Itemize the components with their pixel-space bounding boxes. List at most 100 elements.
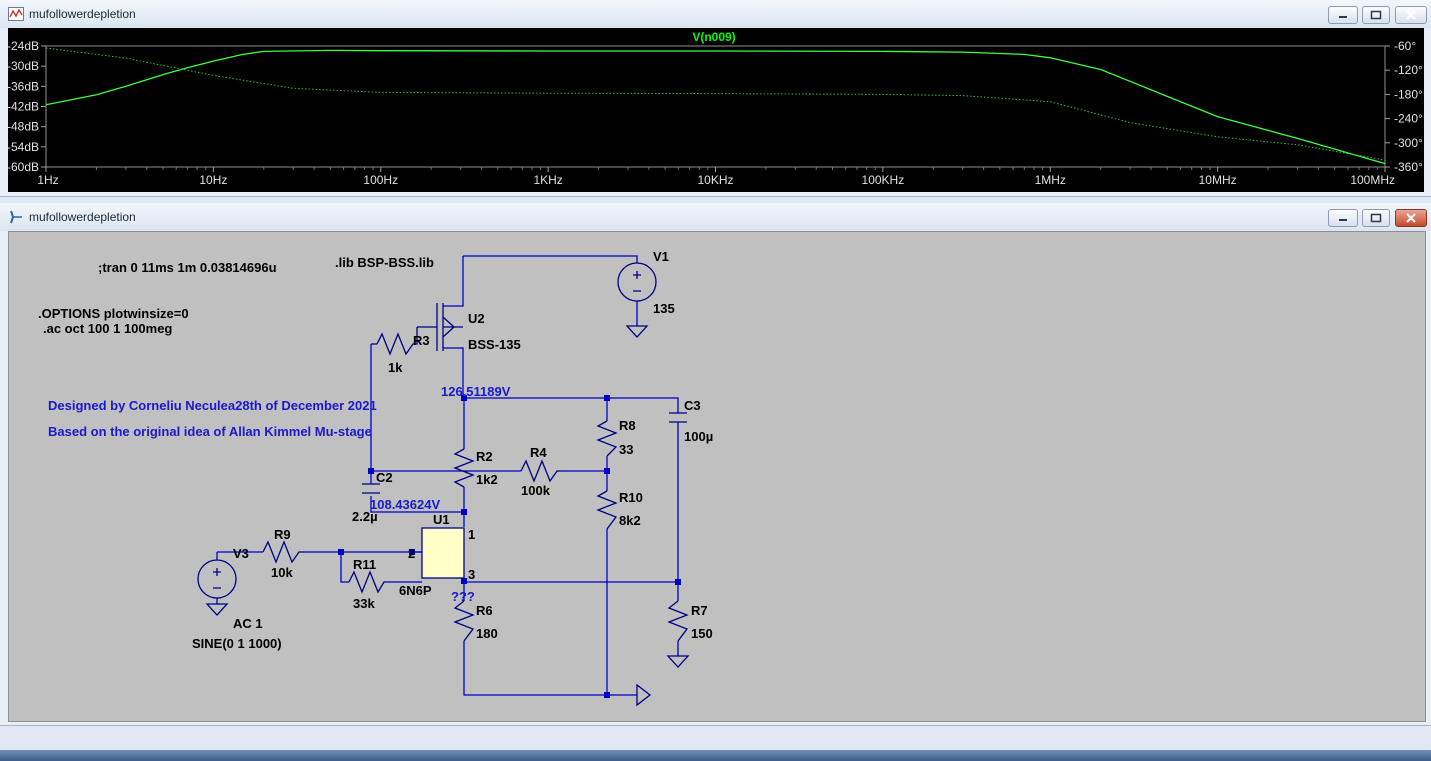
ground-v3	[205, 603, 229, 616]
tran-directive[interactable]: ;tran 0 11ms 1m 0.03814696u	[98, 260, 277, 275]
close-button[interactable]	[1395, 209, 1427, 227]
close-icon	[1406, 213, 1416, 223]
v3-name[interactable]: V3	[233, 546, 249, 561]
restore-button[interactable]	[1362, 209, 1390, 227]
taskbar[interactable]	[0, 750, 1431, 761]
r2-symbol[interactable]	[453, 448, 475, 488]
ac-directive[interactable]: .ac oct 100 1 100meg	[43, 321, 172, 336]
r11-name[interactable]: R11	[353, 557, 376, 572]
x-axis-label: 1Hz	[37, 173, 58, 187]
plot-window-titlebar[interactable]: mufollowerdepletion	[0, 0, 1431, 28]
r11-value[interactable]: 33k	[353, 596, 375, 611]
r8-name[interactable]: R8	[619, 418, 636, 433]
r10-value[interactable]: 8k2	[619, 513, 641, 528]
junctions	[338, 395, 681, 698]
c2-name[interactable]: C2	[376, 470, 393, 485]
r9-value[interactable]: 10k	[271, 565, 293, 580]
u2-value[interactable]: BSS-135	[468, 337, 521, 352]
r2-name[interactable]: R2	[476, 449, 493, 464]
r7-symbol[interactable]	[667, 600, 689, 642]
minimize-button[interactable]	[1328, 209, 1358, 227]
v3-symbol[interactable]	[197, 559, 237, 599]
r4-symbol[interactable]	[520, 459, 561, 483]
r10-name[interactable]: R10	[619, 490, 643, 505]
r11-symbol[interactable]	[348, 570, 386, 594]
right-axis-label: -300°	[1394, 136, 1423, 150]
component-bodies[interactable]	[197, 262, 690, 707]
c2-value[interactable]: 2.2µ	[352, 509, 378, 524]
ground-r7	[666, 655, 690, 668]
v3-value-2[interactable]: SINE(0 1 1000)	[192, 636, 282, 651]
r8-symbol[interactable]	[596, 420, 618, 457]
c2-symbol[interactable]	[362, 483, 380, 494]
schematic-canvas[interactable]: ;tran 0 11ms 1m 0.03814696u .lib BSP-BSS…	[8, 231, 1426, 722]
options-directive[interactable]: .OPTIONS plotwinsize=0	[38, 306, 189, 321]
ground-bottom	[636, 683, 652, 707]
r6-value[interactable]: 180	[476, 626, 498, 641]
r9-symbol[interactable]	[262, 540, 305, 564]
schematic-icon	[10, 210, 22, 224]
u1-pin1: 1	[468, 527, 475, 542]
u1-name[interactable]: U1	[433, 512, 450, 527]
magnitude-trace[interactable]	[45, 49, 1386, 165]
u1-value[interactable]: 6N6P	[399, 583, 432, 598]
schematic-window-titlebar[interactable]: mufollowerdepletion	[0, 203, 1431, 231]
v3-value[interactable]: AC 1	[233, 616, 263, 631]
r7-name[interactable]: R7	[691, 603, 708, 618]
r6-symbol[interactable]	[453, 600, 475, 642]
c3-name[interactable]: C3	[684, 398, 701, 413]
plot-window-title: mufollowerdepletion	[29, 7, 136, 21]
v1-symbol[interactable]	[617, 262, 657, 302]
r3-name[interactable]: R3	[413, 333, 430, 348]
plot-window: mufollowerdepletion -24dB-30dB-36dB-42dB…	[0, 0, 1431, 197]
c3-symbol[interactable]	[669, 412, 687, 423]
bode-plot-pane[interactable]: -24dB-30dB-36dB-42dB-48dB-54dB-60dB-60°-…	[7, 28, 1424, 192]
x-axis-label: 100Hz	[363, 173, 398, 187]
x-axis-label: 10KHz	[697, 173, 733, 187]
u1-pin2: 2	[408, 546, 415, 561]
x-axis-label: 10Hz	[199, 173, 227, 187]
r7-value[interactable]: 150	[691, 626, 713, 641]
lib-directive[interactable]: .lib BSP-BSS.lib	[335, 255, 434, 270]
close-button[interactable]	[1395, 6, 1427, 24]
u1-symbol[interactable]	[421, 527, 465, 579]
restore-icon	[1370, 10, 1382, 20]
left-axis-label: -36dB	[8, 79, 39, 93]
u2-name[interactable]: U2	[468, 311, 485, 326]
right-axis-label: -360°	[1394, 160, 1423, 174]
right-axis-label: -240°	[1394, 112, 1423, 126]
r6-name[interactable]: R6	[476, 603, 493, 618]
wires[interactable]	[216, 255, 679, 696]
left-axis-label: -54dB	[8, 140, 39, 154]
c3-value[interactable]: 100µ	[684, 429, 713, 444]
x-axis-label: 100MHz	[1350, 173, 1395, 187]
r10-symbol[interactable]	[596, 490, 618, 530]
node-voltage-3: ???	[451, 589, 475, 604]
left-axis-label: -30dB	[8, 59, 39, 73]
restore-button[interactable]	[1362, 6, 1390, 24]
minimize-icon	[1339, 219, 1347, 221]
left-axis-label: -24dB	[8, 39, 39, 53]
r2-value[interactable]: 1k2	[476, 472, 498, 487]
r4-value[interactable]: 100k	[521, 483, 551, 498]
x-axis-label: 1KHz	[533, 173, 562, 187]
trace-label[interactable]: V(n009)	[692, 30, 735, 44]
u2-symbol[interactable]	[417, 303, 463, 351]
ground-v1	[625, 325, 649, 338]
schematic-drawing[interactable]: ;tran 0 11ms 1m 0.03814696u .lib BSP-BSS…	[9, 232, 1425, 721]
credits-line-1[interactable]: Designed by Corneliu Neculea28th of Dece…	[48, 398, 377, 413]
r8-value[interactable]: 33	[619, 442, 633, 457]
credits-line-2[interactable]: Based on the original idea of Allan Kimm…	[48, 424, 372, 439]
v1-name[interactable]: V1	[653, 249, 669, 264]
phase-trace[interactable]	[45, 47, 1386, 161]
v1-value[interactable]: 135	[653, 301, 675, 316]
r3-symbol[interactable]	[376, 327, 418, 356]
right-axis-label: -180°	[1394, 87, 1423, 101]
plot-frame	[45, 45, 1386, 168]
minimize-icon	[1339, 16, 1347, 18]
r3-value[interactable]: 1k	[388, 360, 403, 375]
r4-name[interactable]: R4	[530, 445, 547, 460]
r9-name[interactable]: R9	[274, 527, 291, 542]
minimize-button[interactable]	[1328, 6, 1358, 24]
bode-plot[interactable]: -24dB-30dB-36dB-42dB-48dB-54dB-60dB-60°-…	[7, 28, 1424, 192]
